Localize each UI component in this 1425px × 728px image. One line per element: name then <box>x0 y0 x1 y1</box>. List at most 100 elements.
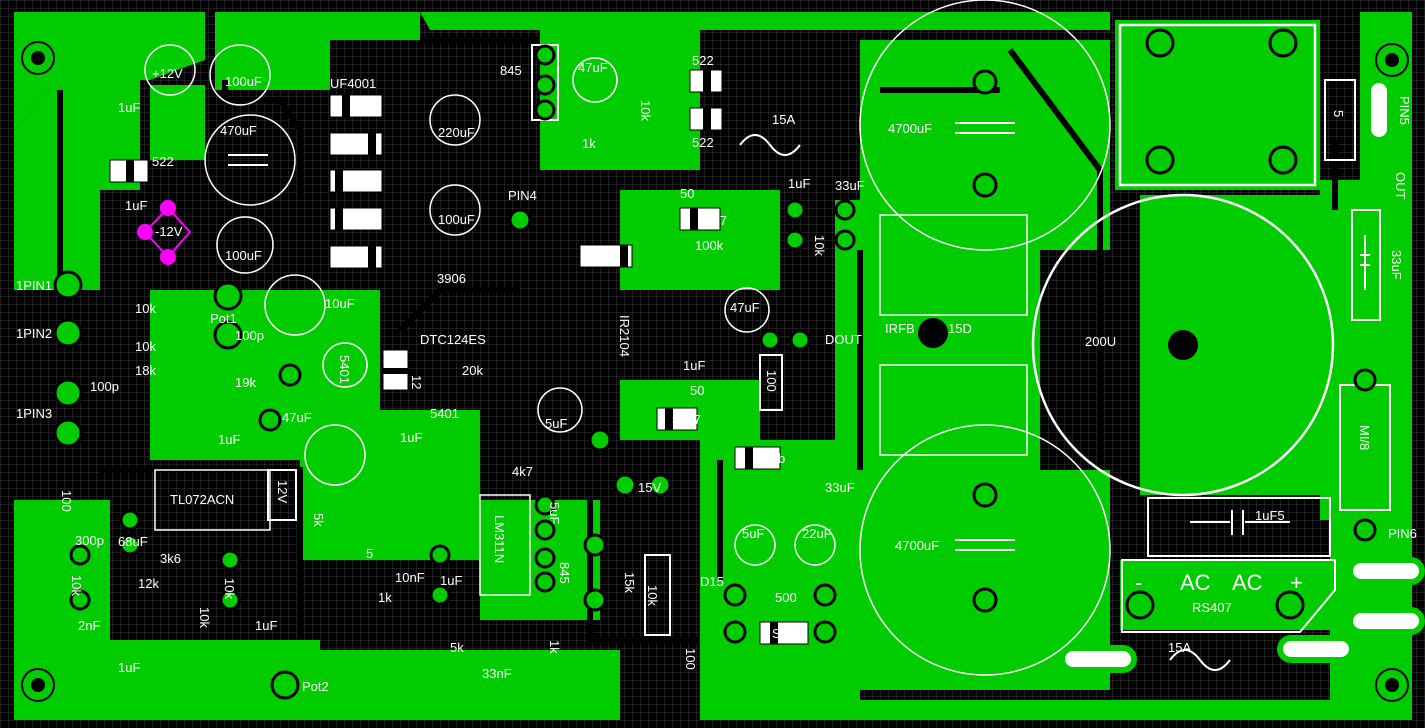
label-r5k-a: 5k <box>311 513 326 527</box>
label-pin6: PIN6 <box>1388 526 1417 541</box>
label-q5401-b: 5401 <box>430 406 459 421</box>
label-r10k-h: 10k <box>197 607 212 628</box>
label-c22uf: 22uF <box>802 526 832 541</box>
label-ir2104: IR2104 <box>617 315 632 357</box>
label-c47uf-a: 47uF <box>578 60 608 75</box>
label-r10k-c: 10k <box>135 301 156 316</box>
label-c1uf-f: 1uF <box>440 573 462 588</box>
label-r10k-g: 10k <box>222 578 237 599</box>
label-bridge-ac2: AC <box>1232 570 1263 595</box>
label-c100p-b: 100p <box>90 379 119 394</box>
label-r3k6: 3k6 <box>160 551 181 566</box>
label-d522-c: 522 <box>692 135 714 150</box>
label-c33nf: 33nF <box>482 666 512 681</box>
label-c10nf: 10nF <box>395 570 425 585</box>
label-r50-b: 50 <box>690 383 704 398</box>
label-rs407: RS407 <box>1192 600 1232 615</box>
label-pot2: Pot2 <box>302 679 329 694</box>
label-r19k: 19k <box>235 375 256 390</box>
label-c4700-b: 4700uF <box>895 538 939 553</box>
label-r12k: 12k <box>138 576 159 591</box>
label-c100p-a: 100p <box>235 328 264 343</box>
label-lm311: LM311N <box>492 515 507 563</box>
label-c220uf: 220uF <box>438 125 475 140</box>
label-sf16-b: SF16 <box>772 626 803 641</box>
label-r100-b: 100 <box>683 648 698 670</box>
label-c100uf-b: 100uF <box>225 248 262 263</box>
label-c100uf-a: 100uF <box>225 74 262 89</box>
label-r10k-f: 10k <box>69 575 84 596</box>
label-c33uf-b: 33uF <box>835 178 865 193</box>
label-c5uf-b: 5uF <box>547 502 562 524</box>
label-c300p: 300p <box>75 533 104 548</box>
label-pin4: PIN4 <box>508 188 537 203</box>
label-dtc: DTC124ES <box>420 332 486 347</box>
label-q3906: 3906 <box>437 271 466 286</box>
label-r1k: 1k <box>582 136 596 151</box>
slot-pads <box>1059 77 1425 673</box>
label-minus12v: -12V <box>155 224 183 239</box>
label-r20k: 20k <box>462 363 483 378</box>
label-r500: 500 <box>775 590 797 605</box>
diode-bodies <box>109 69 809 645</box>
label-c2nf: 2nF <box>78 618 100 633</box>
label-pin3: 1PIN3 <box>16 406 52 421</box>
label-irfb: IRFB <box>885 321 915 336</box>
silkscreen-marks <box>228 122 1370 671</box>
label-c1uf-a: 1uF <box>118 100 140 115</box>
label-r10k-a: 10k <box>638 100 653 121</box>
label-pin2: 1PIN2 <box>16 326 52 341</box>
label-sf16-a: SF16 <box>585 249 616 264</box>
label-c47uf-c: 47uF <box>282 410 312 425</box>
label-c1uf5: 1uF5 <box>1255 508 1285 523</box>
label-s1ab: s1ab <box>757 451 785 466</box>
label-irfb-b: 15D <box>948 321 972 336</box>
label-d12: 12 <box>409 375 424 389</box>
label-c1uf-i: 1uF <box>218 432 240 447</box>
label-z12v: 12V <box>275 480 290 503</box>
label-v15: 15V <box>638 480 661 495</box>
label-d522-a: 522 <box>152 154 174 169</box>
label-r10k-d: 10k <box>135 339 156 354</box>
label-f15a-a: 15A <box>772 112 795 127</box>
label-r15k: 15k <box>622 572 637 593</box>
label-pin5: PIN5 <box>1397 96 1412 125</box>
label-ind: MI/8 <box>1357 425 1372 450</box>
label-d522-b: 522 <box>692 53 714 68</box>
label-dout: DOUT <box>825 332 862 347</box>
label-c33uf-c: 33uF <box>825 480 855 495</box>
drill-holes <box>21 41 1409 702</box>
label-c5uf-a: 5uF <box>545 416 567 431</box>
label-r18k: 18k <box>135 363 156 378</box>
label-r5k-b: 5k <box>450 640 464 655</box>
label-d15: D15 <box>700 574 724 589</box>
label-c5uf-c: 5uF <box>742 526 764 541</box>
label-c47uf-b: 47uF <box>730 300 760 315</box>
label-r1k-b: 1k <box>378 590 392 605</box>
label-c1uf-e: 1uF <box>400 430 422 445</box>
label-r10k-b: 10k <box>812 235 827 256</box>
label-r50-a: 50 <box>680 186 694 201</box>
label-c4700-a: 4700uF <box>888 121 932 136</box>
label-bridge-ac1: AC <box>1180 570 1211 595</box>
label-c68uf: 68uF <box>118 534 148 549</box>
label-r100k: 100k <box>695 238 724 253</box>
label-bridge-plus: + <box>1290 570 1303 595</box>
label-d5817-a: 5817 <box>698 213 727 228</box>
label-r5-b: 5 <box>366 546 373 561</box>
marker-points <box>137 200 192 265</box>
label-q845-b: 845 <box>557 562 572 584</box>
label-c100uf-c: 100uF <box>438 212 475 227</box>
label-r5: 5 <box>1331 110 1346 117</box>
label-c33uf-a: 33uF <box>1389 250 1404 280</box>
label-r100: 100 <box>764 370 779 392</box>
silkscreen-outlines <box>144 0 1391 676</box>
label-c1uf-h: 1uF <box>118 660 140 675</box>
label-pin1: 1PIN1 <box>16 278 52 293</box>
label-c1uf-b: 1uF <box>125 198 147 213</box>
label-out: OUT <box>1393 172 1408 200</box>
label-r100-c: 100 <box>59 490 74 512</box>
label-c1uf-g: 1uF <box>255 618 277 633</box>
label-q5401-a: 5401 <box>337 355 352 384</box>
